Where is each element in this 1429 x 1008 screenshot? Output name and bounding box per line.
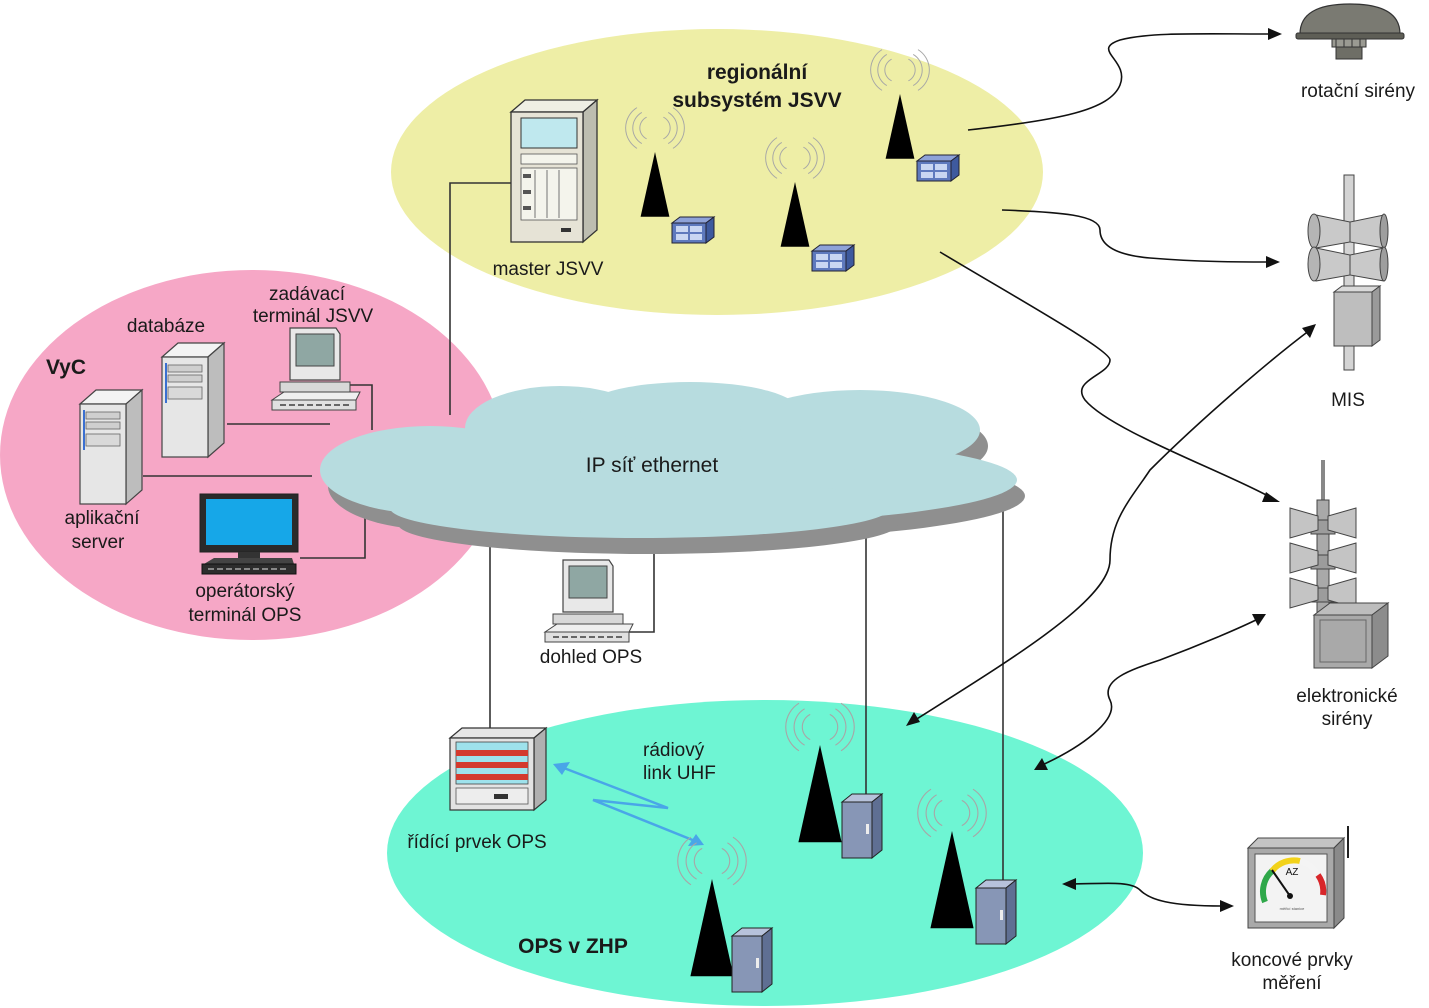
jsvv-terminal-label-line2: terminál JSVV: [253, 306, 374, 327]
ip-network-cloud: IP síť ethernet: [320, 382, 1025, 554]
control-rack-icon: [448, 726, 548, 812]
radio-unit-icon: [811, 244, 855, 272]
measurement-label-line1: koncové prvky: [1231, 950, 1353, 971]
database-server: databáze: [127, 316, 225, 458]
measurement-device: AZ měřicí stanice koncové prvky měření: [1231, 826, 1353, 994]
app-server-label-line1: aplikační: [65, 508, 141, 529]
uhf-radio-link: rádiový link UHF: [553, 740, 716, 846]
link-to-electronic-sirens: [939, 251, 1269, 497]
jsvv-terminal-label-line1: zadávací: [269, 284, 346, 305]
ip-network-label: IP síť ethernet: [586, 454, 719, 477]
link-measurement-ops: [1069, 882, 1223, 907]
regional-subsystem-title: regionální subsystém JSVV: [672, 61, 841, 112]
link-to-rotating-sirens: [967, 32, 1271, 131]
server-icon: [161, 342, 225, 458]
ops-monitoring-terminal: dohled OPS: [540, 559, 642, 668]
master-jsvv-label: master JSVV: [493, 259, 604, 280]
mis-label: MIS: [1331, 390, 1365, 411]
ops-zone: [387, 700, 1143, 1006]
app-server-label-line2: server: [72, 532, 125, 553]
gauge-small-label: měřicí stanice: [1280, 906, 1305, 911]
vyc-zone: [0, 270, 504, 640]
rotating-siren: rotační sirény: [1295, 3, 1416, 102]
rotating-siren-icon: [1295, 3, 1405, 60]
gauge-meter-icon: AZ měřicí stanice: [1246, 826, 1349, 930]
radio-unit-icon: [671, 216, 715, 244]
regional-title-line1: regionální: [707, 61, 809, 84]
computer-terminal-icon: [199, 493, 299, 575]
link-electronic-ops: [1039, 617, 1261, 767]
radio-link-label-line2: link UHF: [643, 763, 716, 784]
regional-title-line2: subsystém JSVV: [672, 89, 841, 112]
electronic-siren-icon: [1289, 460, 1390, 669]
operator-terminal-label-line2: terminál OPS: [189, 605, 302, 626]
app-server: aplikační server: [65, 389, 143, 553]
computer-terminal-icon: [544, 559, 634, 643]
wireless-links: [906, 28, 1316, 912]
measurement-label-line2: měření: [1262, 973, 1322, 994]
ops-control-unit: řídící prvek OPS: [407, 726, 548, 853]
ops-control-label: řídící prvek OPS: [407, 832, 546, 853]
cabinet-icon: [731, 927, 773, 993]
electronic-siren: elektronické sirény: [1289, 460, 1398, 730]
master-jsvv: master JSVV: [493, 98, 604, 280]
gauge-face-label: AZ: [1286, 867, 1299, 878]
electronic-siren-label-line1: elektronické: [1296, 686, 1397, 707]
rotating-siren-label: rotační sirény: [1301, 81, 1416, 102]
speaker-mast-icon: [1307, 174, 1389, 371]
radio-link-label-line1: rádiový: [643, 740, 705, 761]
electronic-siren-label-line2: sirény: [1322, 709, 1373, 730]
database-label: databáze: [127, 316, 205, 337]
radio-unit-icon: [916, 154, 960, 182]
master-rack-icon: [509, 98, 599, 244]
network-wires: [143, 182, 1004, 885]
radio-link-bolt: [555, 763, 701, 845]
cabinet-icon: [841, 793, 883, 859]
jsvv-entry-terminal: zadávací terminál JSVV: [253, 284, 374, 411]
link-to-mis: [1001, 209, 1269, 263]
ops-zone-label: OPS v ZHP: [518, 935, 628, 958]
link-mis-ops: [911, 329, 1311, 723]
ops-monitoring-label: dohled OPS: [540, 647, 642, 668]
cabinet-icon: [975, 879, 1017, 945]
operator-terminal-label-line1: operátorský: [195, 581, 295, 602]
server-icon: [79, 389, 143, 505]
vyc-label: VyC: [46, 356, 86, 379]
ops-operator-terminal: operátorský terminál OPS: [189, 493, 302, 626]
mis-station: MIS: [1307, 174, 1389, 411]
